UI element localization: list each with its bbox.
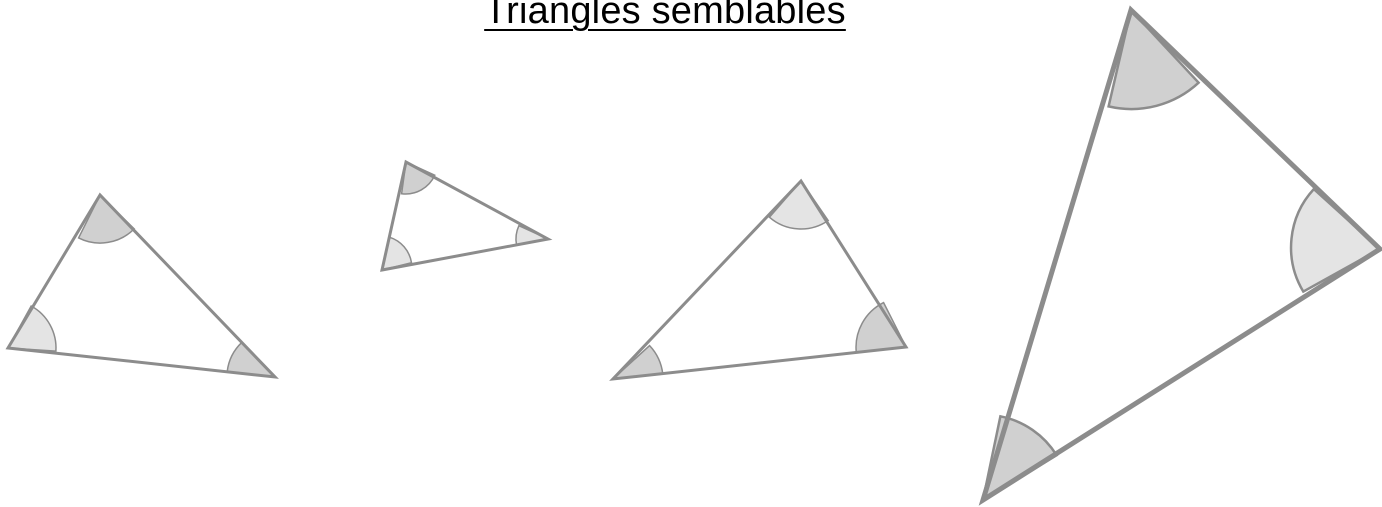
triangle-2	[380, 159, 553, 272]
triangle-3	[609, 178, 909, 381]
triangle-4-angle-top	[1107, 7, 1201, 111]
triangle-4	[978, 5, 1382, 506]
triangle-2-outline	[380, 159, 553, 272]
triangle-2-angle-top	[400, 160, 436, 195]
triangle-1-outline	[5, 192, 279, 379]
triangle-3-angle-right	[855, 301, 908, 354]
page-title: Triangles semblables	[484, 0, 846, 32]
triangle-1	[5, 192, 279, 379]
triangle-1-angle-left	[6, 304, 57, 352]
triangle-4-outline	[978, 5, 1382, 506]
triangle-1-angle-top	[77, 193, 136, 244]
triangle-3-outline	[609, 178, 909, 381]
triangle-4-angle-right	[1289, 187, 1382, 294]
